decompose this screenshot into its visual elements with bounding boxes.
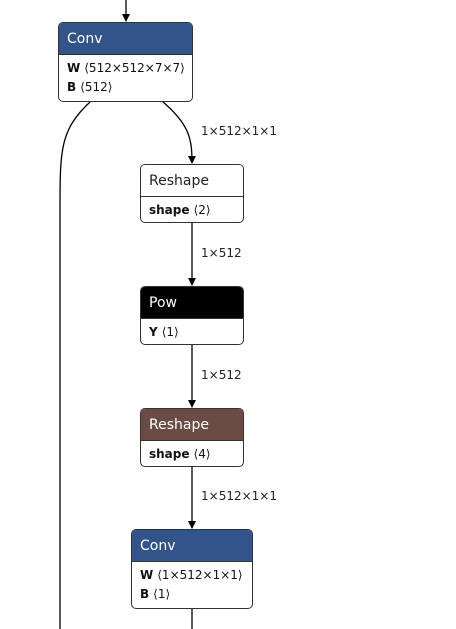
- edge-label-tensor-shape: 1×512: [201, 246, 242, 260]
- attribute-name: Y: [149, 325, 158, 339]
- attribute-row: Y⟨1⟩: [149, 323, 235, 342]
- attribute-row: W⟨1×512×1×1⟩: [140, 566, 244, 585]
- skip-edge: [59, 101, 91, 629]
- node-conv-1-op: Conv: [59, 23, 192, 55]
- attribute-value: ⟨4⟩: [193, 447, 211, 461]
- edge-label-tensor-shape: 1×512×1×1: [201, 489, 277, 503]
- node-pow-1-op: Pow: [141, 287, 243, 319]
- attribute-value: ⟨512×512×7×7⟩: [84, 61, 185, 75]
- edge-label-tensor-shape: 1×512: [201, 368, 242, 382]
- attribute-name: B: [140, 587, 150, 601]
- attribute-name: shape: [149, 203, 190, 217]
- node-conv-2-op: Conv: [132, 530, 252, 562]
- edge-conv-1-to-reshape-1: [162, 101, 196, 164]
- attribute-row: B⟨512⟩: [67, 78, 184, 97]
- attribute-value: ⟨512⟩: [80, 80, 113, 94]
- attribute-value: ⟨1⟩: [161, 325, 179, 339]
- attribute-name: W: [140, 568, 154, 582]
- node-reshape-2-attributes: shape⟨4⟩: [141, 441, 243, 466]
- node-reshape-1[interactable]: Reshape shape⟨2⟩: [140, 164, 244, 223]
- node-conv-2-attributes: W⟨1×512×1×1⟩B⟨1⟩: [132, 562, 252, 606]
- node-conv-1-attributes: W⟨512×512×7×7⟩B⟨512⟩: [59, 55, 192, 99]
- attribute-value: ⟨2⟩: [193, 203, 211, 217]
- node-reshape-2[interactable]: Reshape shape⟨4⟩: [140, 408, 244, 467]
- node-pow-1-attributes: Y⟨1⟩: [141, 319, 243, 344]
- attribute-row: W⟨512×512×7×7⟩: [67, 59, 185, 78]
- attribute-row: shape⟨2⟩: [149, 201, 235, 220]
- attribute-value: ⟨1⟩: [153, 587, 171, 601]
- node-reshape-1-attributes: shape⟨2⟩: [141, 197, 243, 222]
- attribute-row: shape⟨4⟩: [149, 445, 235, 464]
- node-reshape-2-op: Reshape: [141, 409, 243, 441]
- attribute-name: B: [67, 80, 77, 94]
- node-reshape-1-op: Reshape: [141, 165, 243, 197]
- attribute-name: shape: [149, 447, 190, 461]
- edge-label-tensor-shape: 1×512×1×1: [201, 124, 277, 138]
- attribute-name: W: [67, 61, 81, 75]
- attribute-row: B⟨1⟩: [140, 585, 244, 604]
- attribute-value: ⟨1×512×1×1⟩: [157, 568, 243, 582]
